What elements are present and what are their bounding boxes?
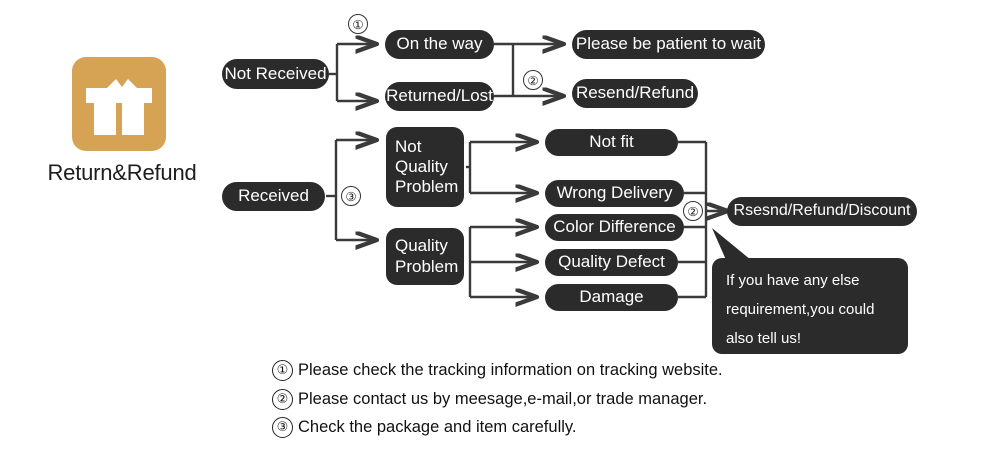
callout-line-2: requirement,you could <box>726 301 875 318</box>
node-on-the-way[interactable]: On the way <box>385 30 494 59</box>
callout-line-1: If you have any else <box>726 272 860 289</box>
gift-box-icon <box>72 57 166 151</box>
node-quality-defect[interactable]: Quality Defect <box>545 249 678 276</box>
footnote-marker-2: ② <box>272 389 293 410</box>
node-label-line: Problem <box>395 256 459 276</box>
callout-line-3: also tell us! <box>726 330 802 347</box>
page-title: Return&Refund <box>47 160 197 185</box>
marker-one-top: ① <box>348 14 368 34</box>
node-color-difference[interactable]: Color Difference <box>545 214 684 241</box>
node-received[interactable]: Received <box>222 182 325 211</box>
node-resend-refund[interactable]: Resend/Refund <box>572 79 698 108</box>
node-label-line: Not <box>395 136 422 156</box>
node-damage[interactable]: Damage <box>545 284 678 311</box>
node-not-quality-problem[interactable]: Not Quality Problem <box>386 127 464 207</box>
node-label-line: Quality <box>395 236 448 256</box>
footnote-text-2: Please contact us by meesage,e-mail,or t… <box>298 390 708 408</box>
node-label-line: Problem <box>395 177 459 197</box>
node-not-fit[interactable]: Not fit <box>545 129 678 156</box>
marker-two-bottom: ② <box>683 201 703 221</box>
node-quality-problem[interactable]: Quality Problem <box>386 228 464 285</box>
node-not-received[interactable]: Not Received <box>222 59 329 89</box>
footnote-text-1: Please check the tracking information on… <box>298 361 723 379</box>
footnote-marker-3: ③ <box>272 417 293 438</box>
node-wrong-delivery[interactable]: Wrong Delivery <box>545 180 684 207</box>
node-label-line: Quality <box>395 156 448 176</box>
footnote-marker-1: ① <box>272 360 293 381</box>
marker-three: ③ <box>341 186 361 206</box>
node-returned-lost[interactable]: Returned/Lost <box>385 82 494 111</box>
footnote-text-3: Check the package and item carefully. <box>298 418 577 436</box>
callout-bubble: If you have any else requirement,you cou… <box>712 258 908 354</box>
node-final-resolution[interactable]: Rsesnd/Refund/Discount <box>727 197 917 226</box>
marker-two-top: ② <box>523 70 543 90</box>
node-be-patient[interactable]: Please be patient to wait <box>572 30 765 59</box>
